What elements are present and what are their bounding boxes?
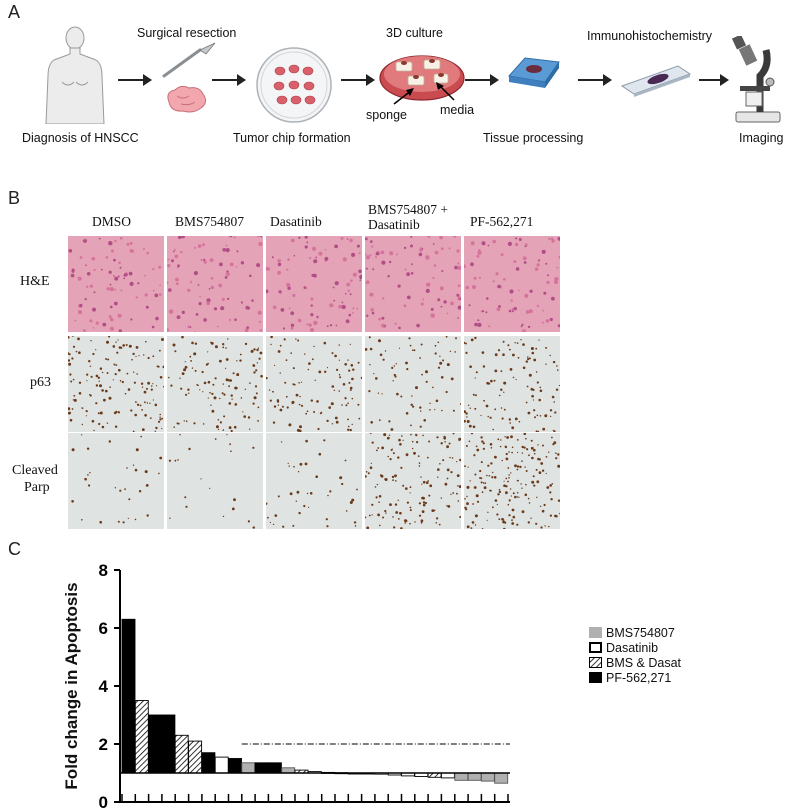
legend-label-combo: BMS & Dasat (606, 656, 682, 670)
tile-parp-1 (68, 433, 164, 529)
column-header-combo-line1: BMS754807 + (368, 202, 449, 217)
tumor-chip-dish-icon (256, 47, 332, 123)
annotation-arrows (393, 82, 455, 105)
panel-label-b: B (8, 188, 21, 208)
y-tick-label: 4 (99, 677, 109, 696)
flow-arrow (118, 74, 152, 86)
legend-item-bms: BMS754807 (589, 626, 675, 640)
step-ihc-label: Immunohistochemistry (587, 29, 713, 43)
tile-he-4 (365, 236, 461, 332)
step-tissue-label: Tissue processing (483, 131, 584, 145)
media-label: media (440, 103, 475, 117)
panel-label-c: C (8, 539, 21, 559)
y-tick-label: 2 (99, 735, 108, 754)
step-culture-label: 3D culture (386, 26, 443, 40)
row-header-cleaved: Cleaved (12, 463, 58, 478)
tumor-tissue-icon (167, 85, 207, 113)
y-tick-label: 8 (99, 561, 108, 580)
tile-he-2 (167, 236, 263, 332)
legend-item-dasatinib: Dasatinib (589, 641, 658, 655)
microscope-icon (731, 36, 781, 123)
y-tick-label: 0 (99, 793, 108, 811)
y-axis-title: Fold change in Apoptosis (62, 582, 81, 790)
tile-he-1 (68, 236, 164, 332)
bar-black (148, 714, 163, 774)
bar-black (201, 752, 216, 774)
flow-arrow (212, 74, 246, 86)
column-header-bms: BMS754807 (175, 214, 245, 229)
bar-gray (494, 772, 509, 784)
column-header-dasatinib: Dasatinib (270, 214, 322, 229)
patient-figure-icon (45, 26, 105, 124)
tile-p63-2 (167, 336, 263, 432)
y-tick-label: 6 (99, 619, 108, 638)
bar-hatched (134, 700, 149, 774)
bar-gray (454, 772, 469, 781)
apoptosis-bar-chart: 0 2 4 6 8 (99, 561, 510, 811)
bar-gray (241, 762, 256, 774)
tile-p63-3 (266, 336, 362, 432)
legend-item-pf: PF-562,271 (589, 671, 671, 685)
scalpel-icon (162, 42, 216, 78)
sponge-label: sponge (366, 108, 408, 122)
tissue-cassette-icon (508, 57, 560, 88)
flow-arrow (699, 74, 729, 86)
legend-swatch-gray (589, 627, 602, 638)
tile-parp-2 (167, 433, 263, 529)
legend-swatch-black (589, 672, 602, 683)
flow-arrow (465, 74, 499, 86)
legend-swatch-hatched (589, 657, 602, 668)
panel-label-a: A (8, 2, 21, 22)
legend-label-bms: BMS754807 (606, 626, 675, 640)
flow-arrow (578, 74, 612, 86)
bar-hatched (174, 734, 189, 774)
tile-parp-4 (365, 433, 461, 529)
tile-parp-5 (464, 433, 560, 529)
step-imaging-label: Imaging (739, 131, 784, 145)
row-header-p63: p63 (30, 375, 51, 390)
step-surgical-label: Surgical resection (137, 26, 237, 40)
legend-label-pf: PF-562,271 (606, 671, 672, 685)
bar-hatched (188, 740, 203, 774)
bar-gray (480, 772, 495, 782)
bar-black (267, 762, 282, 774)
row-header-parp: Parp (24, 480, 50, 495)
microscope-slide-icon (620, 65, 692, 97)
tile-p63-5 (464, 336, 560, 432)
column-header-pf: PF-562,271 (470, 214, 534, 229)
bar-black (161, 714, 176, 774)
step-diagnosis-label: Diagnosis of HNSCC (22, 131, 139, 145)
flow-arrow (341, 74, 375, 86)
bar-black (121, 618, 136, 774)
tile-he-3 (266, 236, 362, 332)
bar-white (214, 756, 229, 774)
row-header-he: H&E (20, 274, 50, 289)
column-header-combo-line2: Dasatinib (368, 217, 420, 232)
tile-parp-3 (266, 433, 362, 529)
bar-black (228, 758, 242, 774)
legend-item-combo: BMS & Dasat (589, 656, 681, 670)
step-tumor-chip-label: Tumor chip formation (233, 131, 351, 145)
bar-gray (281, 767, 296, 774)
bar-black (254, 762, 269, 774)
column-header-dmso: DMSO (92, 214, 132, 229)
tile-he-5 (464, 236, 560, 332)
bar-gray (467, 772, 482, 781)
legend-swatch-white (589, 642, 602, 653)
tile-p63-4 (365, 336, 461, 432)
legend-label-dasatinib: Dasatinib (606, 641, 659, 655)
tile-p63-1 (68, 336, 164, 432)
